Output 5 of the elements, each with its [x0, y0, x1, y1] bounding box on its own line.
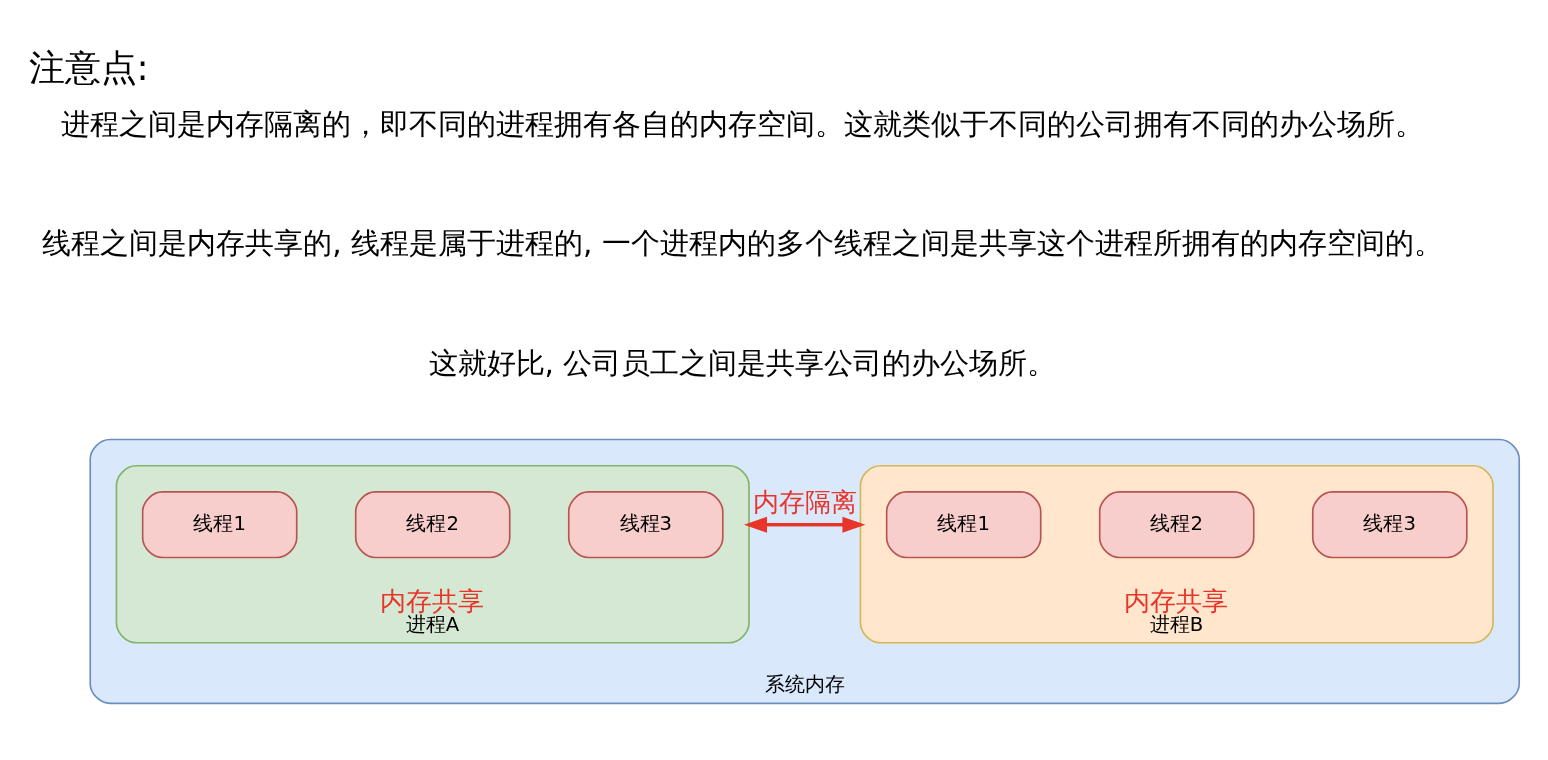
diagram-title: 注意点:: [28, 46, 149, 89]
label: 这就好比, 公司员工之间是共享公司的办公场所。: [428, 345, 1057, 380]
edge-label: 内存隔离: [752, 486, 857, 517]
label: 线程之间是内存共享的, 线程是属于进程的, 一个进程内的多个线程之间是共享这个进程所拥有的内存空间的。: [42, 225, 1443, 260]
label: 进程之间是内存隔离的，即不同的进程拥有各自的内存空间。这就类似于不同的公司拥有不同的办公场所。: [60, 106, 1424, 141]
